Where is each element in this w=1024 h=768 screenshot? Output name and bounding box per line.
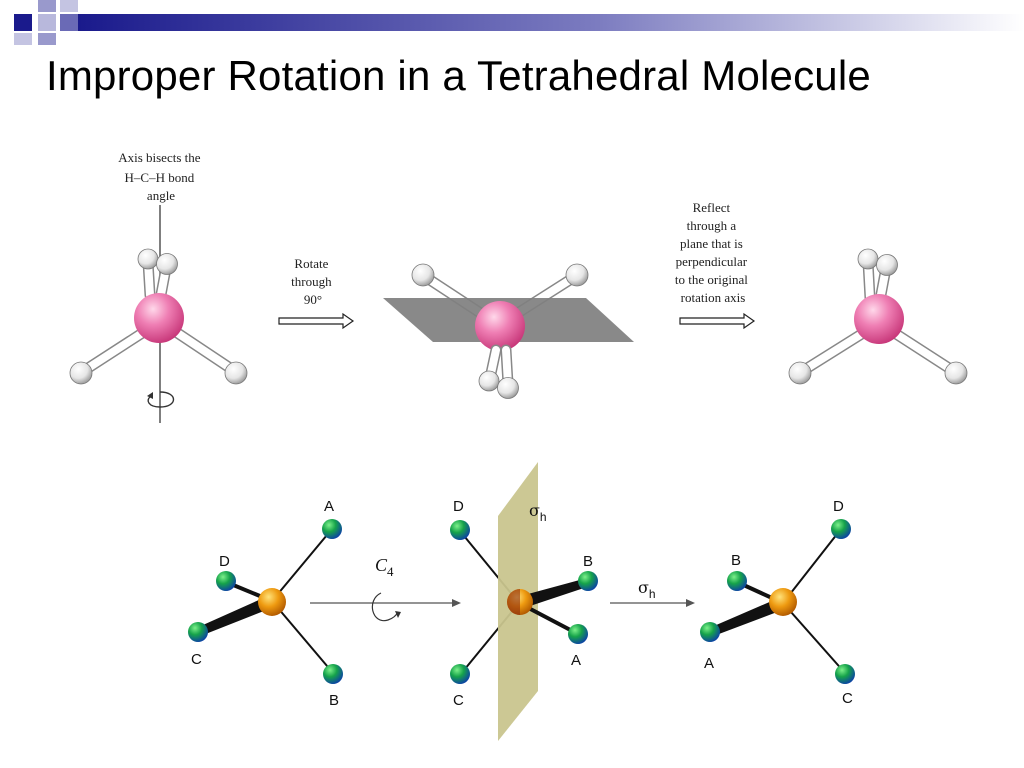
label-a: A	[704, 655, 714, 672]
label-d: D	[219, 553, 230, 570]
label-d: D	[833, 498, 844, 515]
header-square	[38, 33, 56, 45]
ligand-atom	[835, 664, 855, 684]
ligand-atom	[568, 624, 588, 644]
c4-label: C4	[375, 555, 394, 579]
wedge-bond	[194, 595, 274, 637]
label-b: B	[731, 552, 741, 569]
bond	[271, 528, 333, 602]
center-atom	[769, 588, 797, 616]
hydrogen-atom	[876, 254, 898, 276]
bond	[782, 602, 846, 674]
ch-bond	[886, 326, 959, 376]
label-a: A	[571, 652, 581, 669]
hydrogen-atom	[944, 361, 968, 385]
rotate-label: Rotate through 90°	[291, 256, 335, 307]
ligand-atom	[450, 664, 470, 684]
ligand-atom	[216, 571, 236, 591]
label-a: A	[324, 498, 334, 515]
page-title: Improper Rotation in a Tetrahedral Molec…	[46, 52, 871, 99]
hydrogen-atom	[224, 361, 248, 385]
carbon-atom	[475, 301, 525, 351]
label-c: C	[453, 692, 464, 709]
reflect-arrow-icon	[679, 313, 755, 329]
hydrogen-atom	[411, 263, 435, 287]
header-square	[14, 33, 32, 45]
wedge-bond	[517, 578, 590, 609]
ligand-molecule-reflected	[700, 519, 855, 684]
header-bar	[78, 14, 1024, 31]
ligand-molecule-rotated	[450, 462, 598, 741]
hydrogen-atom	[69, 361, 93, 385]
rotate-arrow-icon	[278, 313, 354, 329]
label-d: D	[453, 498, 464, 515]
hydrogen-atom	[497, 377, 519, 399]
bond	[271, 600, 334, 674]
ch-bond	[166, 324, 240, 376]
hydrogen-atom	[478, 370, 500, 392]
ligand-atom	[188, 622, 208, 642]
sigma-plane-label: σh	[529, 501, 547, 524]
label-b: B	[583, 553, 593, 570]
header-square	[38, 14, 56, 31]
methane-molecule-original	[69, 205, 248, 423]
ch-bond	[797, 326, 872, 376]
sigma-h-label: σh	[638, 578, 656, 601]
c4-rotation-icon	[395, 611, 401, 618]
ligand-atom	[727, 571, 747, 591]
hydrogen-atom	[788, 361, 812, 385]
label-c: C	[191, 651, 202, 668]
ligand-atom	[578, 571, 598, 591]
wedge-bond	[707, 597, 785, 637]
c4-rotation-icon	[371, 592, 399, 622]
carbon-atom	[134, 293, 184, 343]
hydrogen-atom	[137, 248, 159, 270]
header-square	[14, 14, 32, 31]
header-square	[38, 0, 56, 12]
sigma-h-arrow-head	[686, 599, 695, 607]
label-b: B	[329, 692, 339, 709]
methane-molecule-reflected	[788, 248, 968, 385]
header-decoration	[14, 0, 1024, 45]
ligand-atom	[831, 519, 851, 539]
methane-molecule-rotated	[383, 263, 634, 399]
reflect-label: Reflect through a plane that is perpendi…	[675, 200, 751, 305]
ligand-atom	[323, 664, 343, 684]
c4-arrow-head	[452, 599, 461, 607]
ch-bond	[78, 324, 154, 376]
header-square	[60, 0, 78, 12]
header-square	[60, 14, 78, 31]
bond	[782, 528, 842, 604]
center-atom-shade	[507, 589, 520, 615]
ligand-atom	[322, 519, 342, 539]
hydrogen-atom	[565, 263, 589, 287]
ligand-atom	[700, 622, 720, 642]
rotation-arrow-icon	[147, 391, 175, 408]
hydrogen-atom	[156, 253, 178, 275]
hydrogen-atom	[857, 248, 879, 270]
ligand-molecule-original	[188, 519, 343, 684]
carbon-atom	[854, 294, 904, 344]
rotation-arrow-icon	[147, 392, 153, 399]
label-c: C	[842, 690, 853, 707]
axis-note: Axis bisects the H–C–H bond angle	[118, 150, 204, 203]
center-atom	[258, 588, 286, 616]
ligand-atom	[450, 520, 470, 540]
